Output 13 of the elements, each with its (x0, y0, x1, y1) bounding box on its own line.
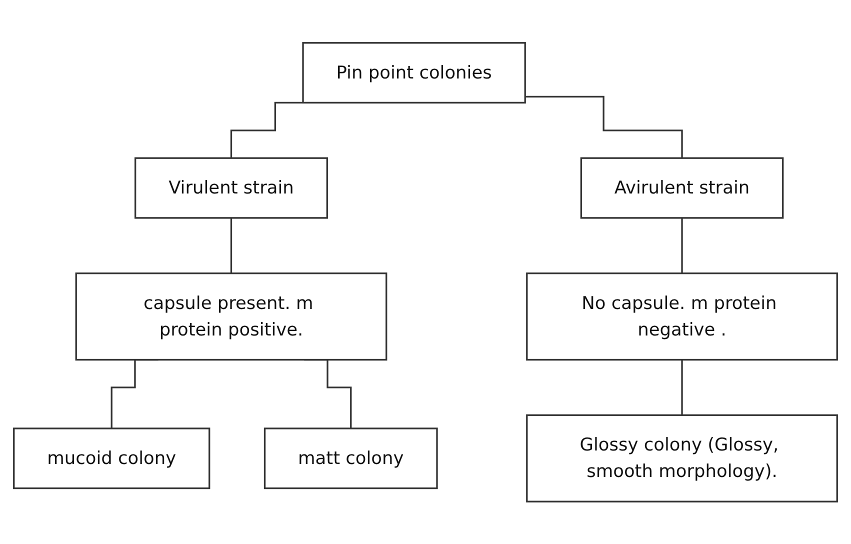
node-box (13, 427, 210, 489)
node-box (580, 157, 784, 219)
node-box (75, 272, 388, 360)
tree-diagram: Pin point colonies Virulent strain Avirulent strain capsule present. m protein positive. No capsule. m protein negative . mucoid colony matt colony Glossy colony (Glossy, smooth morphology). (5, 34, 846, 510)
connector (525, 96, 683, 159)
node-box (526, 414, 838, 502)
node-box (134, 157, 328, 219)
node-box (302, 42, 526, 104)
node-box (526, 272, 838, 360)
connector (230, 216, 232, 274)
connector (681, 216, 683, 274)
connector (681, 358, 683, 416)
node-box (264, 427, 438, 489)
